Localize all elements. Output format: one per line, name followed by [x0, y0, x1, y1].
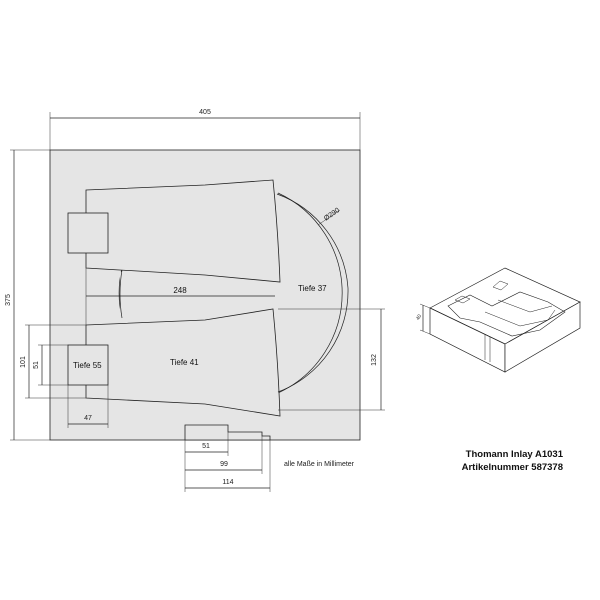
label-tiefe-37: Tiefe 37 — [298, 284, 327, 293]
circle-arc-left — [119, 269, 123, 319]
dim-51-left: 51 — [33, 361, 40, 369]
title-line-2: Artikelnummer 587378 — [462, 462, 563, 473]
title-line-1: Thomann Inlay A1031 — [466, 449, 564, 460]
dim-47: 47 — [84, 415, 92, 422]
pocket-tiefe-55 — [67, 344, 109, 386]
lower-cutout — [85, 308, 281, 417]
upper-small-pocket — [67, 212, 109, 254]
isometric-view — [419, 267, 581, 373]
dim-99: 99 — [220, 461, 228, 468]
dim-405: 405 — [199, 109, 211, 116]
units-note: alle Maße in Millimeter — [284, 461, 355, 468]
dim-132: 132 — [371, 354, 378, 366]
dim-375: 375 — [5, 294, 12, 306]
dim-248: 248 — [173, 286, 187, 295]
dim-114: 114 — [222, 479, 233, 486]
circle-cutout-fill — [120, 195, 341, 392]
upper-cutout — [85, 179, 281, 283]
label-tiefe-41: Tiefe 41 — [170, 358, 199, 367]
circle-arc-right — [276, 193, 349, 393]
dim-101: 101 — [20, 356, 27, 368]
label-tiefe-55: Tiefe 55 — [73, 361, 102, 370]
dim-51-bottom: 51 — [202, 443, 210, 450]
dim-iso-small: 40 — [415, 313, 423, 321]
bottom-tab — [184, 424, 271, 441]
